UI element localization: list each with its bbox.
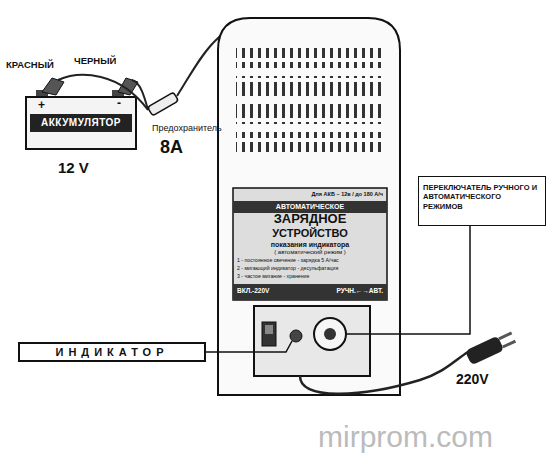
watermark: mirprom.com	[318, 420, 493, 453]
node-text: ( автоматический режим )	[233, 249, 387, 256]
label: -	[117, 97, 121, 110]
indicator-leader	[206, 341, 292, 352]
indicator-callout: ИНДИКАТОР	[18, 342, 206, 362]
label: ЧЕРНЫЙ	[74, 56, 116, 66]
power-switch-rocker	[265, 325, 273, 334]
plug	[465, 330, 517, 366]
node-text: 1 - постоянное свечение - зарядка 5 А/ча…	[237, 258, 383, 264]
node-text: Для АКБ ~ 12в / до 180 А/ч	[237, 191, 383, 197]
vents	[236, 48, 382, 68]
label: КРАСНЫЙ	[6, 60, 54, 70]
indicator-lamp	[290, 330, 302, 342]
node-text: ИНДИКАТОР	[20, 346, 204, 358]
battery-band	[30, 114, 132, 132]
node-text: АККУМУЛЯТОР	[30, 117, 132, 128]
vents	[236, 76, 382, 96]
switch-callout: ПЕРЕКЛЮЧАТЕЛЬ РУЧНОГО И АВТОМАТИЧЕСКОГО …	[418, 176, 546, 226]
power-switch	[262, 322, 276, 346]
vents	[236, 132, 382, 152]
node-text: АВТОМАТИЧЕСКОЕ	[233, 201, 387, 213]
red-clip	[42, 78, 64, 95]
label: 8A	[160, 138, 183, 158]
charger-housing	[218, 18, 400, 395]
mains-cord	[300, 352, 468, 394]
node-text: 3 - частое мигание - хранение	[237, 274, 383, 280]
mode-knob-center	[324, 328, 336, 340]
node-text: ПЕРЕКЛЮЧАТЕЛЬ РУЧНОГО И АВТОМАТИЧЕСКОГО …	[423, 183, 541, 211]
battery: АККУМУЛЯТОР	[30, 114, 132, 132]
control-recess	[254, 306, 370, 376]
label-plate: Для АКБ ~ 12в / до 180 А/чАВТОМАТИЧЕСКОЕ…	[233, 188, 387, 300]
vents	[236, 104, 382, 124]
node-text: ЗАРЯДНОЕ	[233, 212, 387, 226]
node-text: показания индикатора	[233, 241, 387, 249]
label: +	[38, 99, 45, 112]
label: 12 V	[58, 160, 89, 177]
label: 220V	[456, 372, 489, 387]
fuse	[148, 92, 179, 116]
switch-leader	[346, 226, 470, 334]
node-text: РУЧН.←→АВТ.	[323, 287, 383, 294]
label: Предохранитель	[152, 124, 222, 134]
red-wire	[58, 75, 148, 110]
black-wire	[132, 80, 148, 110]
node-text: ВКЛ.-220V	[237, 287, 297, 294]
mode-knob	[314, 318, 346, 350]
node-text: 2 - мигающий индикатор - десульфатация	[237, 266, 383, 272]
node-text: УСТРОЙСТВО	[233, 227, 387, 239]
label-plate	[233, 188, 387, 300]
battery-body	[26, 97, 136, 149]
